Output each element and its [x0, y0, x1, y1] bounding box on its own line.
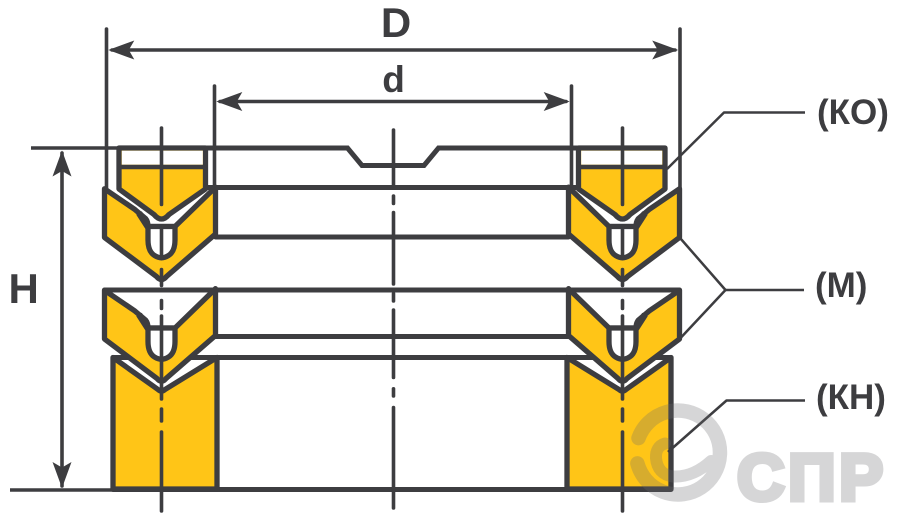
- svg-text:D: D: [381, 0, 411, 46]
- svg-text:(КО): (КО): [817, 93, 889, 132]
- svg-text:СПР: СПР: [737, 440, 887, 514]
- svg-text:(М): (М): [815, 266, 867, 305]
- svg-text:d: d: [382, 59, 405, 100]
- svg-text:H: H: [9, 265, 39, 312]
- svg-text:(КН): (КН): [816, 378, 886, 417]
